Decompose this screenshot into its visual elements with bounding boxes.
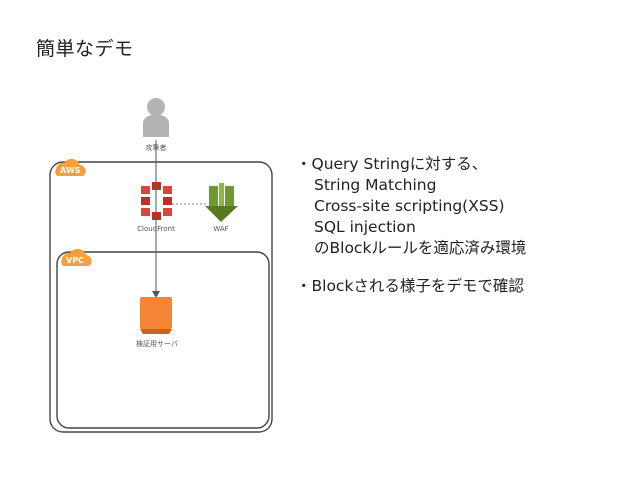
attacker-icon (143, 98, 169, 137)
aws-container (49, 161, 273, 433)
server-icon (140, 297, 172, 334)
bullet-line: のBlockルールを適応済み環境 (314, 239, 527, 257)
vpc-tag-label: VPC (66, 256, 84, 265)
aws-tag-label: AWS (60, 166, 81, 175)
vpc-tag: VPC (61, 248, 92, 266)
request-arrow-head (152, 291, 160, 298)
bullet-line: Cross-site scripting(XSS) (314, 197, 505, 215)
slide-title: 簡単なデモ (36, 38, 134, 60)
bullet-line: ・Query Stringに対する、 (296, 155, 488, 173)
waf-icon (205, 183, 238, 222)
bullet-line: String Matching (314, 176, 437, 194)
cloudfront-label: CloudFront (137, 225, 175, 233)
bullet-demo: ・Blockされる様子をデモで確認 (296, 276, 526, 297)
cloudfront-icon (141, 182, 172, 220)
server-label: 検証用サーバ (136, 339, 178, 348)
vpc-container (56, 251, 270, 429)
bullet-line: SQL injection (314, 218, 416, 236)
bullet-waf-rules: ・Query Stringに対する、 String Matching Cross… (296, 154, 526, 259)
aws-tag: AWS (55, 158, 86, 176)
bullet-list: ・Query Stringに対する、 String Matching Cross… (296, 154, 526, 297)
bullet-line: ・Blockされる様子をデモで確認 (296, 277, 524, 295)
waf-label: WAF (213, 225, 228, 233)
